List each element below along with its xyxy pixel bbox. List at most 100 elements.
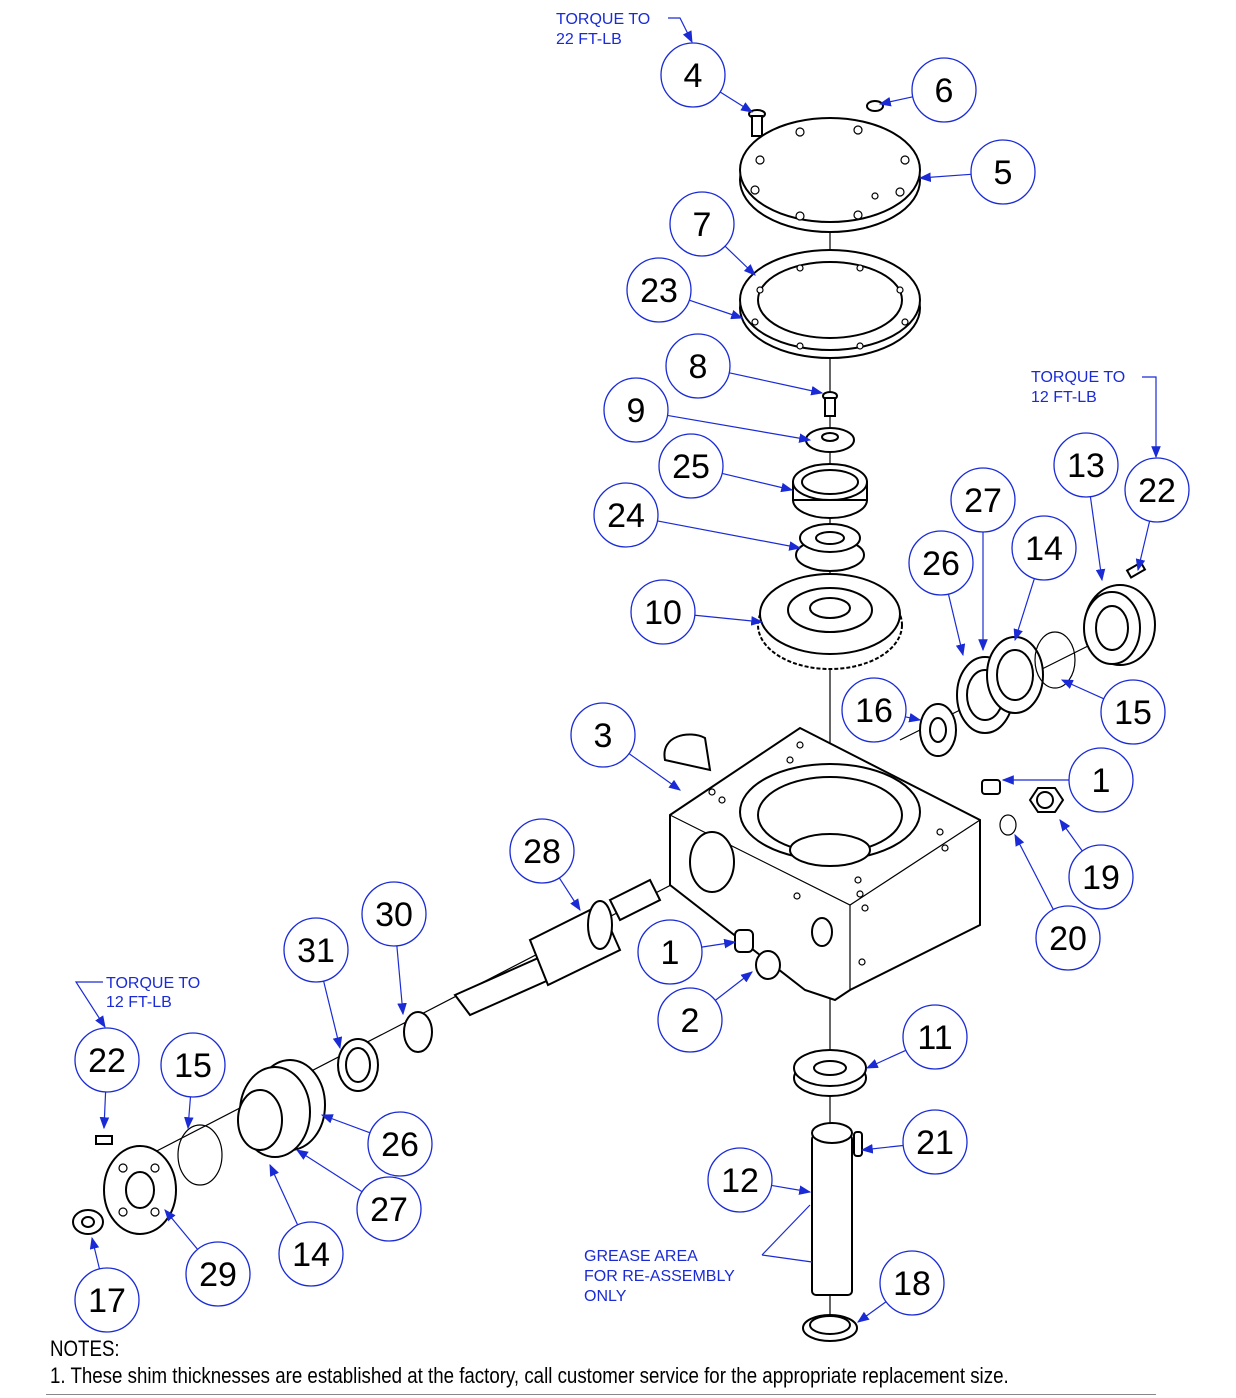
part-balloon: 27 xyxy=(950,467,1016,533)
part-balloon: 30 xyxy=(361,881,427,947)
part-balloon: 25 xyxy=(658,433,724,499)
leader-line xyxy=(1059,819,1083,852)
balloon-number: 8 xyxy=(689,348,708,386)
part-balloon: 8 xyxy=(665,333,731,399)
part-balloon: 1 xyxy=(1068,747,1134,813)
balloon-number: 1 xyxy=(1092,762,1111,800)
part-balloon: 4 xyxy=(660,42,726,108)
part-balloon: 18 xyxy=(879,1250,945,1316)
leader-line xyxy=(396,945,407,1016)
svg-text:TORQUE TO: TORQUE TO xyxy=(556,11,650,28)
svg-text:TORQUE TO: TORQUE TO xyxy=(106,975,200,992)
part-balloon: 11 xyxy=(902,1004,968,1070)
leader-line xyxy=(857,1301,887,1323)
part-balloon: 28 xyxy=(509,818,575,884)
leader-line xyxy=(1089,496,1106,582)
balloon-number: 4 xyxy=(684,57,703,95)
balloon-number: 15 xyxy=(174,1047,212,1085)
balloon-number: 6 xyxy=(935,72,954,110)
leader-line xyxy=(771,1184,812,1195)
part-balloon: 27 xyxy=(356,1176,422,1242)
svg-text:TORQUE TO: TORQUE TO xyxy=(1031,369,1125,386)
balloon-number: 31 xyxy=(297,932,335,970)
leader-line xyxy=(860,1144,904,1154)
leader-line xyxy=(295,1149,363,1193)
part-balloon: 14 xyxy=(278,1221,344,1287)
part-10-gear xyxy=(757,573,903,670)
balloon-number: 20 xyxy=(1049,920,1087,958)
part-balloon: 14 xyxy=(1011,515,1077,581)
input-shaft xyxy=(337,878,662,1092)
notes-block: NOTES: 1. These shim thicknesses are est… xyxy=(46,1336,1178,1395)
leader-line xyxy=(667,414,812,443)
part-9-washer xyxy=(805,427,855,453)
leader-line xyxy=(724,245,756,276)
balloon-number: 25 xyxy=(672,448,710,486)
balloon-number: 24 xyxy=(607,497,645,535)
notes-title: NOTES: xyxy=(50,1336,120,1361)
balloon-number: 3 xyxy=(594,717,613,755)
leader-line xyxy=(164,1209,199,1250)
callout-torque-top: TORQUE TO 22 FT-LB xyxy=(556,11,693,48)
note-item-1: 1. These shim thicknesses are establishe… xyxy=(50,1363,1009,1388)
center-fittings xyxy=(734,929,781,980)
balloon-number: 7 xyxy=(693,206,712,244)
part-balloon: 17 xyxy=(74,1267,140,1333)
balloon-number: 19 xyxy=(1082,859,1120,897)
left-bearing-group xyxy=(72,1059,326,1235)
svg-text:GREASE AREA: GREASE AREA xyxy=(584,1248,698,1265)
balloon-number: 30 xyxy=(375,896,413,934)
leader-line xyxy=(1135,520,1151,572)
leader-line xyxy=(323,980,343,1050)
part-24-cone xyxy=(795,523,865,572)
leader-line xyxy=(269,1163,299,1226)
balloon-number: 13 xyxy=(1067,447,1105,485)
callout-torque-left: TORQUE TO 12 FT-LB xyxy=(74,975,200,1029)
leader-line xyxy=(657,520,802,551)
balloon-number: 1 xyxy=(661,934,680,972)
part-balloon: 26 xyxy=(367,1111,433,1177)
balloon-number: 14 xyxy=(1025,530,1063,568)
part-balloon: 9 xyxy=(603,377,669,443)
balloon-number: 5 xyxy=(994,154,1013,192)
balloon-number: 27 xyxy=(370,1191,408,1229)
balloon-number: 18 xyxy=(893,1265,931,1303)
part-25-cup xyxy=(792,463,868,519)
part-7-23-gaskets xyxy=(739,249,921,359)
balloon-number: 23 xyxy=(640,272,678,310)
balloon-number: 21 xyxy=(916,1124,954,1162)
leader-line xyxy=(1014,833,1054,910)
part-8-pin xyxy=(822,391,838,417)
part-balloon: 31 xyxy=(283,917,349,983)
right-fittings xyxy=(981,779,1065,836)
leader-line xyxy=(905,713,922,723)
part-balloon: 19 xyxy=(1068,844,1134,910)
leader-line xyxy=(714,971,753,1001)
part-balloon: 16 xyxy=(841,677,907,743)
part-balloon: 29 xyxy=(185,1241,251,1307)
side-bearing-group xyxy=(919,561,1156,757)
leader-line xyxy=(1013,578,1035,642)
part-balloon: 15 xyxy=(1100,679,1166,745)
part-balloon: 6 xyxy=(911,57,977,123)
balloon-number: 22 xyxy=(1138,472,1176,510)
part-balloon: 7 xyxy=(669,191,735,257)
leader-line xyxy=(184,1096,194,1130)
part-balloon: 15 xyxy=(160,1032,226,1098)
leader-line xyxy=(729,372,824,396)
parts-drawing xyxy=(72,100,1156,1342)
part-balloon: 21 xyxy=(902,1109,968,1175)
balloon-number: 27 xyxy=(964,482,1002,520)
svg-text:FOR RE-ASSEMBLY: FOR RE-ASSEMBLY xyxy=(584,1268,735,1285)
balloon-number: 29 xyxy=(199,1256,237,1294)
callout-grease: GREASE AREA FOR RE-ASSEMBLY ONLY xyxy=(584,1204,813,1305)
part-4-screw xyxy=(748,109,766,137)
balloon-number: 26 xyxy=(922,545,960,583)
balloon-number: 10 xyxy=(644,594,682,632)
leader-line xyxy=(99,1091,110,1130)
part-balloon: 22 xyxy=(1124,457,1190,523)
leader-line xyxy=(320,1114,371,1134)
balloon-number: 14 xyxy=(292,1236,330,1274)
